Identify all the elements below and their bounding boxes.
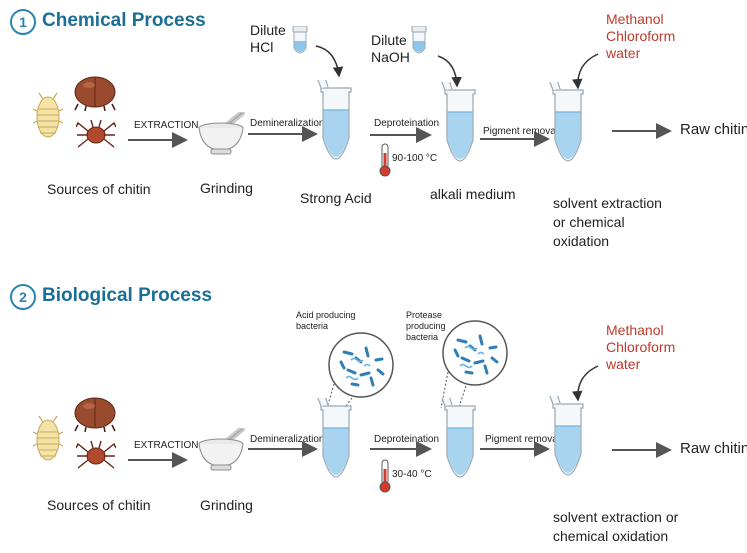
solvents-list: Methanol Chloroform water xyxy=(606,322,675,373)
label-line: or chemical xyxy=(553,214,625,230)
raw-chitin-label: Raw chitin xyxy=(680,121,747,138)
reagent-line: HCl xyxy=(250,39,274,55)
pigment-removal-label: Pigment removal xyxy=(483,126,559,137)
label-line: chemical oxidation xyxy=(553,528,669,544)
temperature-label: 30-40 °C xyxy=(392,469,432,480)
section-title: Biological Process xyxy=(42,285,213,306)
section-number-badge: 1 xyxy=(10,9,36,35)
solvent-item: Methanol xyxy=(606,322,664,338)
deproteination-label: Deproteination xyxy=(374,118,440,129)
reagent-line: Dilute xyxy=(371,32,407,48)
label-line: solvent extraction xyxy=(553,195,662,211)
grinding-label: Grinding xyxy=(200,180,253,196)
label-line: oxidation xyxy=(553,233,610,249)
grinding-label: Grinding xyxy=(200,497,253,513)
label-line: Acid producing xyxy=(296,310,356,320)
reagent-dilute-naoh: Dilute NaOH xyxy=(371,32,410,66)
solvent-item: water xyxy=(606,356,641,372)
solvent-item: Methanol xyxy=(606,11,664,27)
section-title: Chemical Process xyxy=(42,10,206,31)
label-line: bacteria xyxy=(406,332,439,342)
reagent-dilute-hcl: Dilute HCl xyxy=(250,22,286,56)
demineralization-label: Demineralization xyxy=(250,118,325,129)
protease-bacteria-label: Protease producing bacteria xyxy=(406,310,446,343)
pigment-removal-label: Pigment removal xyxy=(485,434,561,445)
extraction-label: EXTRACTION xyxy=(134,120,199,131)
reagent-line: Dilute xyxy=(250,22,286,38)
label-line: Protease xyxy=(406,310,443,320)
solvent-item: water xyxy=(606,45,641,61)
section-number-badge: 2 xyxy=(10,284,36,310)
deproteination-label: Deproteination xyxy=(374,434,440,445)
reagent-line: NaOH xyxy=(371,49,410,65)
label-line: bacteria xyxy=(296,321,329,331)
solvent-extraction-label: solvent extraction or chemical oxidation xyxy=(553,508,678,546)
alkali-medium-label: alkali medium xyxy=(430,186,516,202)
demineralization-label: Demineralization xyxy=(250,434,325,445)
extraction-label: EXTRACTION xyxy=(134,440,199,451)
solvent-item: Chloroform xyxy=(606,28,676,44)
solvent-extraction-label: solvent extraction or chemical oxidation xyxy=(553,194,662,251)
solvents-list: Methanol Chloroform water xyxy=(606,11,675,62)
label-line: producing xyxy=(406,321,446,331)
raw-chitin-label: Raw chitin xyxy=(680,440,747,457)
sources-label: Sources of chitin xyxy=(47,181,151,197)
strong-acid-label: Strong Acid xyxy=(300,190,372,206)
sources-label: Sources of chitin xyxy=(47,497,151,513)
acid-bacteria-label: Acid producing bacteria xyxy=(296,310,356,332)
label-line: solvent extraction or xyxy=(553,509,679,525)
temperature-label: 90-100 °C xyxy=(392,153,438,164)
solvent-item: Chloroform xyxy=(606,339,676,355)
